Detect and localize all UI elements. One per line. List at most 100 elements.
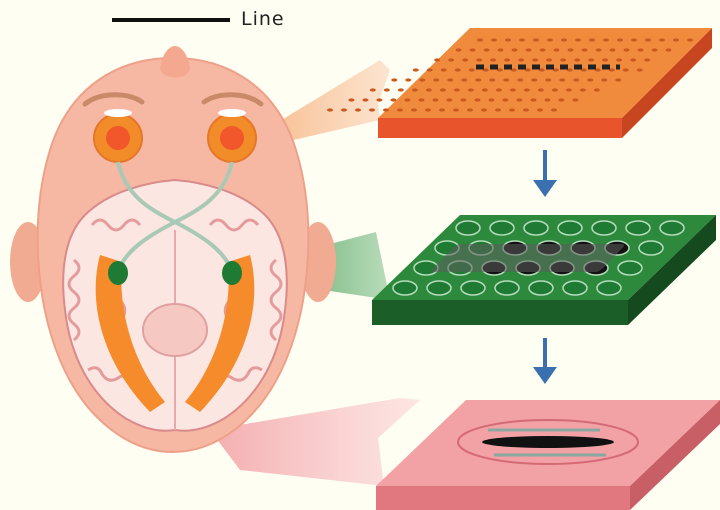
- retina-cell: [490, 58, 496, 61]
- retina-cell: [580, 88, 586, 91]
- retina-cell: [505, 38, 511, 41]
- retina-cell: [538, 88, 544, 91]
- retina-cell: [559, 78, 565, 81]
- retina-cell: [426, 88, 432, 91]
- retina-cell: [616, 58, 622, 61]
- lgn-cell: [524, 221, 548, 235]
- retina-cell: [419, 78, 425, 81]
- retina-cell: [509, 108, 515, 111]
- retina-cell: [615, 78, 621, 81]
- retina-cell: [489, 78, 495, 81]
- retina-cell: [652, 48, 658, 51]
- retina-cell: [601, 78, 607, 81]
- retina-cell: [582, 48, 588, 51]
- retina-cell: [498, 48, 504, 51]
- retina-cell: [587, 78, 593, 81]
- retina-cell: [439, 108, 445, 111]
- retina-cell: [512, 48, 518, 51]
- retina-cell: [526, 48, 532, 51]
- retina-cell: [404, 98, 410, 101]
- retina-cell: [475, 78, 481, 81]
- retina-cell: [503, 78, 509, 81]
- retina-cell: [454, 88, 460, 91]
- retina-cell: [482, 88, 488, 91]
- retina-cell: [476, 58, 482, 61]
- retina-cell: [546, 58, 552, 61]
- retina-cell: [455, 68, 461, 71]
- retina-cell: [384, 88, 390, 91]
- retina-cell: [566, 88, 572, 91]
- retina-cell: [470, 48, 476, 51]
- lgn-slab-front: [372, 300, 628, 325]
- retina-cell: [504, 58, 510, 61]
- retina-cell: [624, 48, 630, 51]
- retina-cell: [589, 38, 595, 41]
- lgn-cell: [461, 281, 485, 295]
- retina-cell: [574, 58, 580, 61]
- retina-cell: [432, 98, 438, 101]
- retina-cell: [631, 38, 637, 41]
- retina-cell: [516, 98, 522, 101]
- retina-cell: [484, 48, 490, 51]
- retina-cell: [418, 98, 424, 101]
- retina-cell: [405, 78, 411, 81]
- retina-cell: [456, 48, 462, 51]
- retina-cell: [544, 98, 550, 101]
- cortex-slab-front: [376, 486, 630, 510]
- retina-cell: [572, 98, 578, 101]
- retina-cell: [481, 108, 487, 111]
- retina-cell: [510, 88, 516, 91]
- cortex-activity-core: [482, 436, 614, 448]
- retina-cell: [575, 38, 581, 41]
- retina-cell: [530, 98, 536, 101]
- retina-cell: [594, 88, 600, 91]
- retina-cell: [425, 108, 431, 111]
- retina-cell: [355, 108, 361, 111]
- retina-cell: [341, 108, 347, 111]
- retina-cell: [630, 58, 636, 61]
- retina-cell: [558, 98, 564, 101]
- retina-cell: [441, 68, 447, 71]
- retina-cell: [477, 38, 483, 41]
- retina-cell: [573, 78, 579, 81]
- lgn-cell: [427, 281, 451, 295]
- retina-cell: [547, 38, 553, 41]
- retina-cell: [383, 108, 389, 111]
- retina-cell: [370, 88, 376, 91]
- lgn-cell: [529, 281, 553, 295]
- retina-cell: [427, 68, 433, 71]
- retina-cell: [588, 58, 594, 61]
- retina-cell: [673, 38, 679, 41]
- retina-cell: [411, 108, 417, 111]
- retina-slab-front: [378, 118, 622, 138]
- lgn-cell: [618, 261, 642, 275]
- lgn-cell: [626, 221, 650, 235]
- retina-cell: [412, 88, 418, 91]
- retina-cell: [391, 78, 397, 81]
- lgn-nucleus-left: [108, 261, 128, 285]
- lgn-nucleus-right: [222, 261, 242, 285]
- retina-cell: [523, 108, 529, 111]
- lgn-cell: [597, 281, 621, 295]
- retina-cell: [687, 38, 693, 41]
- retina-cell: [561, 38, 567, 41]
- retina-cell: [447, 78, 453, 81]
- retina-cell: [540, 48, 546, 51]
- retina-cell: [369, 108, 375, 111]
- lgn-slab: [372, 215, 716, 325]
- midbrain: [143, 304, 207, 356]
- retina-cell: [453, 108, 459, 111]
- legend-label: Line: [241, 8, 285, 30]
- retina-cell: [488, 98, 494, 101]
- retina-cell: [348, 98, 354, 101]
- retina-cell: [474, 98, 480, 101]
- lgn-cell: [592, 221, 616, 235]
- retina-cell: [623, 68, 629, 71]
- retina-cell: [491, 38, 497, 41]
- retina-cell: [519, 38, 525, 41]
- retina-cell: [502, 98, 508, 101]
- down-arrow-icon: [533, 150, 557, 197]
- retina-cell: [533, 38, 539, 41]
- cortex-slab: [376, 400, 720, 510]
- retina-cell: [327, 108, 333, 111]
